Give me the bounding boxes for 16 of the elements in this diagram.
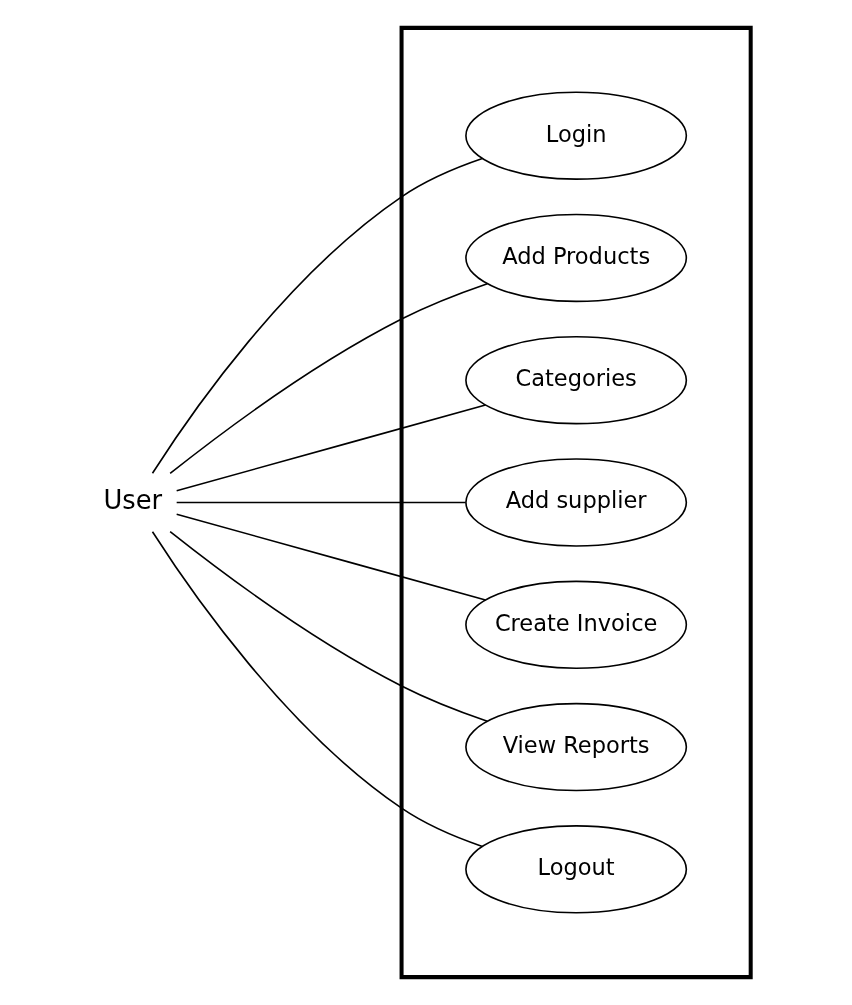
node-ellipse: Login	[464, 91, 687, 180]
node-ellipse: Add Products	[464, 213, 687, 303]
connector	[175, 513, 486, 601]
node-text: User	[103, 484, 162, 515]
connector	[168, 283, 488, 475]
connector	[175, 404, 486, 492]
node-ellipse: View Reports	[464, 702, 687, 792]
node-ellipse: Logout	[464, 825, 687, 914]
connector	[151, 157, 483, 475]
node-ellipse: Categories	[464, 335, 687, 425]
connector	[175, 501, 466, 504]
node-ellipse: Add supplier	[464, 458, 687, 547]
connector	[151, 530, 483, 848]
connector	[168, 530, 488, 722]
node-ellipse: Create Invoice	[464, 580, 687, 670]
cluster	[399, 25, 753, 980]
